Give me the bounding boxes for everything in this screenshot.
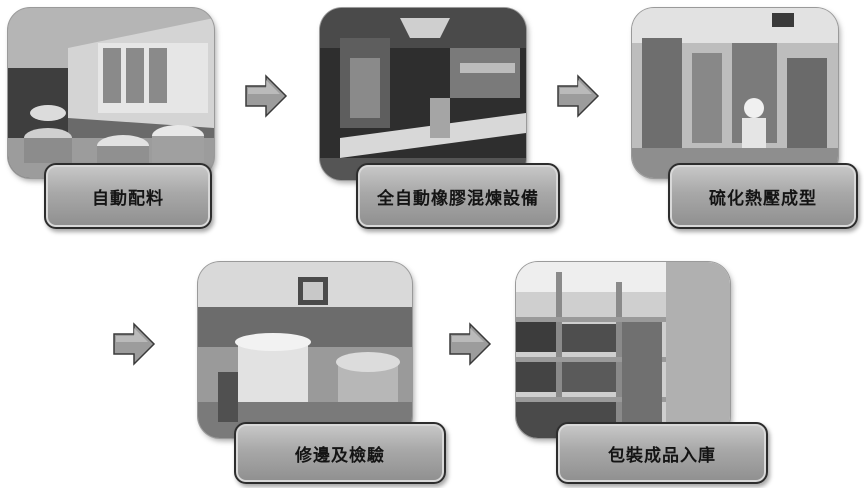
step3-photo — [632, 8, 838, 178]
right-arrow-icon — [244, 74, 288, 118]
step2-label: 全自動橡膠混煉設備 — [356, 163, 560, 229]
right-arrow-icon — [448, 322, 492, 366]
step5-label: 包裝成品入庫 — [556, 422, 768, 484]
step5-photo — [516, 262, 730, 438]
right-arrow-icon — [556, 74, 600, 118]
step1-label: 自動配料 — [44, 163, 212, 229]
step4-label: 修邊及檢驗 — [234, 422, 446, 484]
right-arrow-icon — [112, 322, 156, 366]
step4-photo — [198, 262, 412, 438]
step3-label: 硫化熱壓成型 — [668, 163, 858, 229]
step1-photo — [8, 8, 214, 178]
step2-photo — [320, 8, 526, 180]
